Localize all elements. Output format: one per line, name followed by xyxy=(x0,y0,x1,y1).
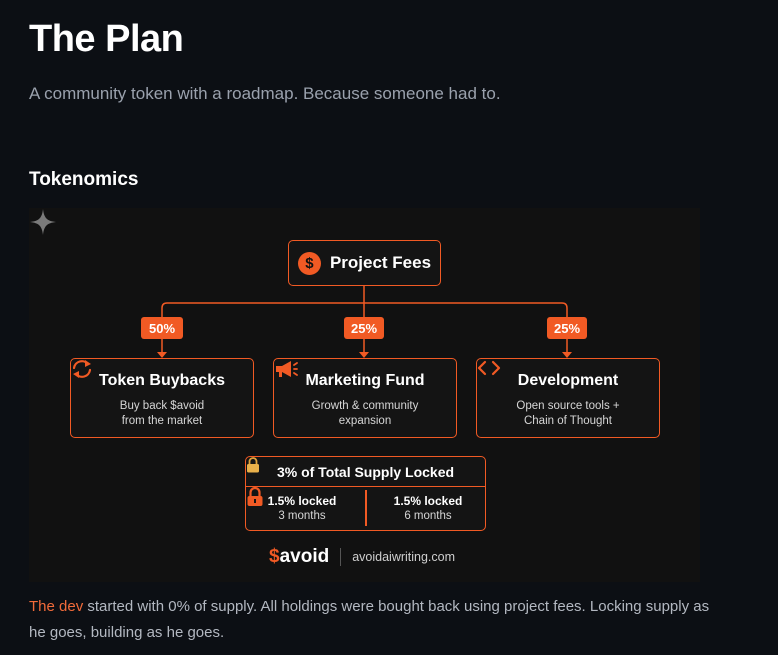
lock-right-duration: 6 months xyxy=(404,510,452,522)
brand-url: avoidaiwriting.com xyxy=(352,550,456,564)
page-title: The Plan xyxy=(29,18,184,60)
development-description: Open source tools + Chain of Thought xyxy=(516,400,620,427)
development-percent-badge: 25% xyxy=(547,317,587,339)
dollar-coin-icon: $ xyxy=(297,251,321,275)
lock-icon xyxy=(247,457,259,473)
brand-name: $avoid xyxy=(269,546,330,567)
flow-connectors xyxy=(157,286,572,358)
code-icon xyxy=(477,360,501,376)
token-buybacks-box: Token Buybacks Buy back $avoid from the … xyxy=(70,358,254,438)
token-buybacks-description: Buy back $avoid from the market xyxy=(119,400,205,427)
lock-divider xyxy=(365,490,367,526)
lock-right-amount: 1.5% locked xyxy=(393,494,463,508)
tokenomics-image: $ Project Fees 50% 25% 25% Token Buyback… xyxy=(29,208,700,582)
project-fees-label: Project Fees xyxy=(329,253,432,272)
marketing-percent-badge: 25% xyxy=(344,317,384,339)
supply-locked-box: 3% of Total Supply Locked 1.5% locked 3 … xyxy=(245,456,486,531)
marketing-fund-description: Growth & community expansion xyxy=(311,400,419,427)
megaphone-icon xyxy=(276,361,298,377)
lock-left-amount: 1.5% locked xyxy=(267,494,337,508)
page-subtitle: A community token with a roadmap. Becaus… xyxy=(29,84,501,103)
lock-right-column: 1.5% locked 6 months xyxy=(378,494,478,524)
footer-text: started with 0% of supply. All holdings … xyxy=(29,598,710,641)
footer-paragraph: The dev started with 0% of supply. All h… xyxy=(29,594,719,646)
token-buybacks-title: Token Buybacks xyxy=(99,372,225,389)
refresh-icon xyxy=(72,360,92,378)
supply-locked-title: 3% of Total Supply Locked xyxy=(276,463,455,480)
development-title: Development xyxy=(517,372,619,389)
padlock-icon xyxy=(247,487,263,506)
project-fees-box: $ Project Fees xyxy=(288,240,441,286)
sparkle-icon xyxy=(30,209,56,235)
lock-left-column: 1.5% locked 3 months xyxy=(252,494,352,524)
tokenomics-heading: Tokenomics xyxy=(29,169,139,190)
marketing-fund-title: Marketing Fund xyxy=(305,372,425,389)
dev-link[interactable]: The dev xyxy=(29,598,84,615)
development-box: Development Open source tools + Chain of… xyxy=(476,358,660,438)
buybacks-percent-badge: 50% xyxy=(141,317,183,339)
brand-footer: $avoid avoidaiwriting.com xyxy=(269,546,455,568)
brand-separator xyxy=(340,548,342,566)
marketing-fund-box: Marketing Fund Growth & community expans… xyxy=(273,358,457,438)
lock-left-duration: 3 months xyxy=(278,510,326,522)
